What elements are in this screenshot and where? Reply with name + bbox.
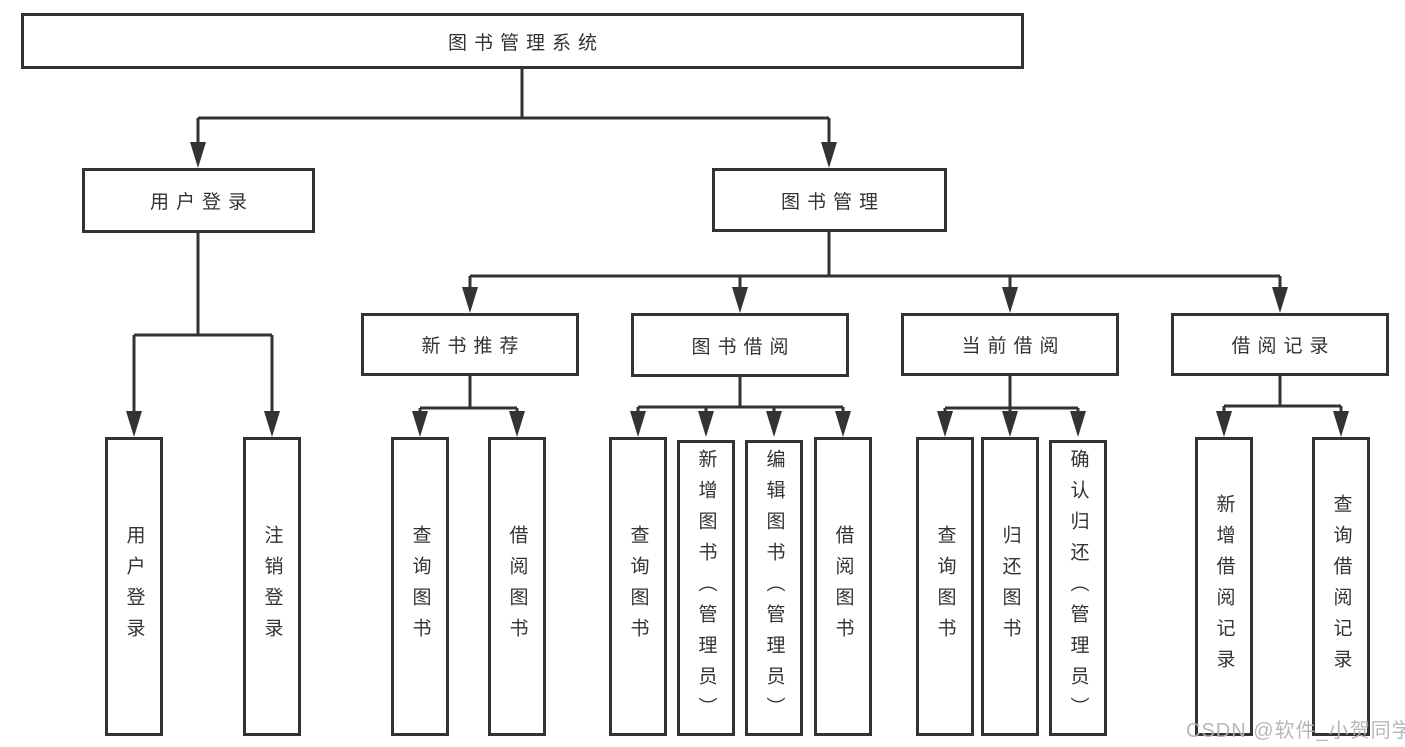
connector-user-login-children <box>132 233 274 415</box>
arrowheads-borrowing-records-children <box>1216 411 1349 437</box>
leaf-query-borrow-record: 查询借阅记录 <box>1312 437 1370 736</box>
node-label: 图书管理系统 <box>447 32 604 54</box>
connector-current-borrowing-children <box>943 376 1080 417</box>
arrowheads-current-borrowing-children <box>937 411 1086 437</box>
leaf-add-borrow-record: 新增借阅记录 <box>1195 437 1253 736</box>
node-label: 借阅记录 <box>1231 336 1336 357</box>
leaf-query-books: 查询图书 <box>609 437 667 736</box>
arrowheads-level2 <box>190 142 837 168</box>
connector-root-to-level2 <box>196 69 831 146</box>
csdn-watermark: CSDN @软件_小贺同学 <box>1186 720 1405 742</box>
leaf-query-books: 查询图书 <box>916 437 974 736</box>
connector-new-book-children <box>418 376 519 417</box>
node-new-book-recommendation: 新书推荐 <box>361 313 579 376</box>
node-label: 图书借阅 <box>691 336 796 358</box>
leaf-confirm-return-admin: 确认归还（管理员） <box>1049 440 1107 736</box>
node-label: 用户登录 <box>123 524 145 649</box>
node-label: 查询图书 <box>627 524 649 649</box>
node-label: 图书管理 <box>780 191 885 213</box>
node-label: 查询借阅记录 <box>1330 493 1352 680</box>
node-book-borrowing: 图书借阅 <box>631 313 849 377</box>
arrowheads-book-borrowing-children <box>630 411 851 437</box>
node-label: 借阅图书 <box>832 524 854 649</box>
node-label: 借阅图书 <box>506 524 528 649</box>
leaf-add-books-admin: 新增图书（管理员） <box>677 440 735 736</box>
arrowheads-new-book-children <box>412 411 525 437</box>
node-library-management-system: 图书管理系统 <box>21 13 1024 69</box>
leaf-query-books: 查询图书 <box>391 437 449 736</box>
node-book-management: 图书管理 <box>712 168 947 232</box>
node-label: 注销登录 <box>261 524 283 649</box>
node-label: 新书推荐 <box>421 336 526 357</box>
node-user-login: 用户登录 <box>82 168 315 233</box>
leaf-borrow-books: 借阅图书 <box>488 437 546 736</box>
node-current-borrowing: 当前借阅 <box>901 313 1119 376</box>
connector-borrowing-records-children <box>1222 376 1343 417</box>
node-label: 新增图书（管理员） <box>695 448 717 728</box>
node-label: 归还图书 <box>999 524 1021 649</box>
node-label: 当前借阅 <box>961 336 1066 357</box>
leaf-return-books: 归还图书 <box>981 437 1039 736</box>
arrowheads-user-login-children <box>126 411 280 437</box>
node-label: 查询图书 <box>934 524 956 649</box>
connector-book-management-children <box>468 232 1282 291</box>
leaf-user-login: 用户登录 <box>105 437 163 736</box>
leaf-logout: 注销登录 <box>243 437 301 736</box>
node-label: 查询图书 <box>409 524 431 649</box>
node-label: 编辑图书（管理员） <box>763 448 785 728</box>
leaf-edit-books-admin: 编辑图书（管理员） <box>745 440 803 736</box>
node-label: 新增借阅记录 <box>1213 493 1235 680</box>
node-label: 用户登录 <box>149 192 254 213</box>
connector-book-borrowing-children <box>636 377 845 417</box>
leaf-borrow-books: 借阅图书 <box>814 437 872 736</box>
node-borrowing-records: 借阅记录 <box>1171 313 1389 376</box>
arrowheads-level3 <box>462 287 1288 313</box>
node-label: 确认归还（管理员） <box>1067 448 1089 728</box>
